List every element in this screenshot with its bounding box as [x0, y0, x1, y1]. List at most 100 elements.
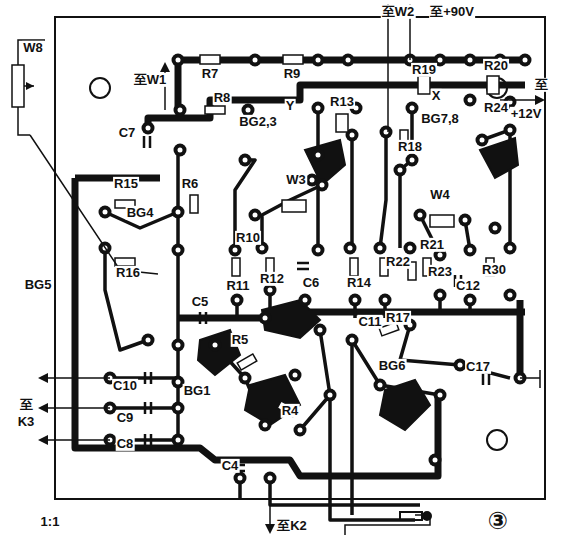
pad-ring	[394, 164, 407, 177]
solder-pad	[172, 339, 185, 352]
part-label: R20	[483, 59, 509, 73]
pad-hole	[268, 476, 273, 481]
pad-hole	[176, 248, 181, 253]
pad-ring	[172, 434, 185, 447]
solder-pad	[504, 124, 517, 137]
pad-ring	[379, 294, 392, 307]
pad-ring	[234, 472, 247, 485]
pad-hole	[350, 133, 355, 138]
pad-hole	[316, 58, 321, 63]
lead-wire	[45, 378, 110, 440]
pad-hole	[320, 183, 325, 188]
pad-hole	[410, 158, 415, 163]
resistor-symbol	[12, 55, 499, 417]
solder-pad	[249, 54, 262, 67]
solder-pad	[249, 209, 262, 222]
pad-hole	[410, 106, 415, 111]
part-label: R11	[225, 279, 250, 293]
pad-hole	[176, 58, 181, 63]
capacitor-symbol	[145, 372, 151, 384]
resistor-symbol	[115, 258, 135, 266]
solder-pad	[394, 164, 407, 177]
solder-pad	[259, 419, 272, 432]
pad-ring	[312, 149, 325, 162]
pad-ring	[259, 419, 272, 432]
solder-pad	[476, 134, 489, 147]
pad-hole	[438, 293, 443, 298]
solder-pad	[264, 472, 277, 485]
pad-ring	[504, 124, 517, 137]
pad-hole	[253, 213, 258, 218]
arrow-head	[38, 373, 48, 383]
pad-ring	[249, 209, 262, 222]
pad-hole	[468, 58, 473, 63]
thin-trace	[380, 132, 386, 248]
solder-pad	[464, 244, 477, 257]
transistor-pad	[380, 380, 430, 430]
part-label: R10	[235, 231, 261, 245]
pad-ring	[414, 209, 427, 222]
pad-ring	[312, 54, 325, 67]
part-label: BG5	[24, 278, 53, 292]
pad-hole	[350, 338, 355, 343]
part-label: BG1	[183, 384, 212, 398]
resistor-symbol	[237, 354, 257, 370]
pad-ring	[99, 206, 112, 219]
solder-pad	[259, 312, 272, 325]
pad-ring	[504, 242, 517, 255]
solder-pad	[324, 389, 337, 402]
solder-pad	[312, 54, 325, 67]
pad-ring	[346, 334, 359, 347]
part-label: R21	[419, 238, 445, 252]
pad-ring	[172, 339, 185, 352]
solder-pad	[489, 222, 502, 235]
pad-hole	[508, 293, 513, 298]
capacitor-symbol	[483, 373, 489, 385]
pad-ring	[344, 242, 357, 255]
pad-ring	[289, 369, 302, 382]
pad-hole	[328, 393, 333, 398]
pad-hole	[178, 108, 183, 113]
part-label: R15	[113, 177, 139, 191]
pad-hole	[438, 253, 443, 258]
solder-pad	[459, 214, 472, 227]
part-label: R6	[181, 177, 200, 191]
board-outline	[487, 430, 507, 450]
part-label: K3	[17, 415, 36, 429]
pad-hole	[246, 108, 251, 113]
part-label: R4	[281, 404, 300, 418]
pad-hole	[316, 248, 321, 253]
pad-ring	[464, 294, 477, 307]
part-label: R16	[115, 266, 141, 280]
part-label: R13	[329, 95, 355, 109]
resistor-symbol	[487, 76, 499, 94]
pad-ring	[142, 122, 155, 135]
capacitor-symbol	[297, 263, 309, 269]
pad-hole	[253, 58, 258, 63]
part-label: W8	[22, 41, 44, 55]
pad-hole	[298, 428, 303, 433]
switch-symbol	[423, 512, 431, 520]
pad-hole	[468, 248, 473, 253]
pad-hole	[146, 338, 151, 343]
part-label: C4	[221, 459, 240, 473]
pad-ring	[406, 102, 419, 115]
resistor-symbol	[283, 55, 303, 64]
part-label: C7	[118, 126, 137, 140]
solder-pad	[379, 294, 392, 307]
pad-hole	[433, 458, 438, 463]
pad-hole	[348, 246, 353, 251]
solder-pad	[174, 144, 187, 157]
pad-hole	[458, 363, 463, 368]
pad-hole	[178, 148, 183, 153]
part-label: R24	[483, 101, 509, 115]
part-label: R7	[201, 67, 220, 81]
pad-ring	[172, 244, 185, 257]
resistor-symbol	[430, 215, 454, 227]
pad-hole	[383, 298, 388, 303]
pad-hole	[316, 153, 321, 158]
pad-ring	[464, 244, 477, 257]
pad-ring	[429, 454, 442, 467]
solder-pad	[374, 242, 387, 255]
